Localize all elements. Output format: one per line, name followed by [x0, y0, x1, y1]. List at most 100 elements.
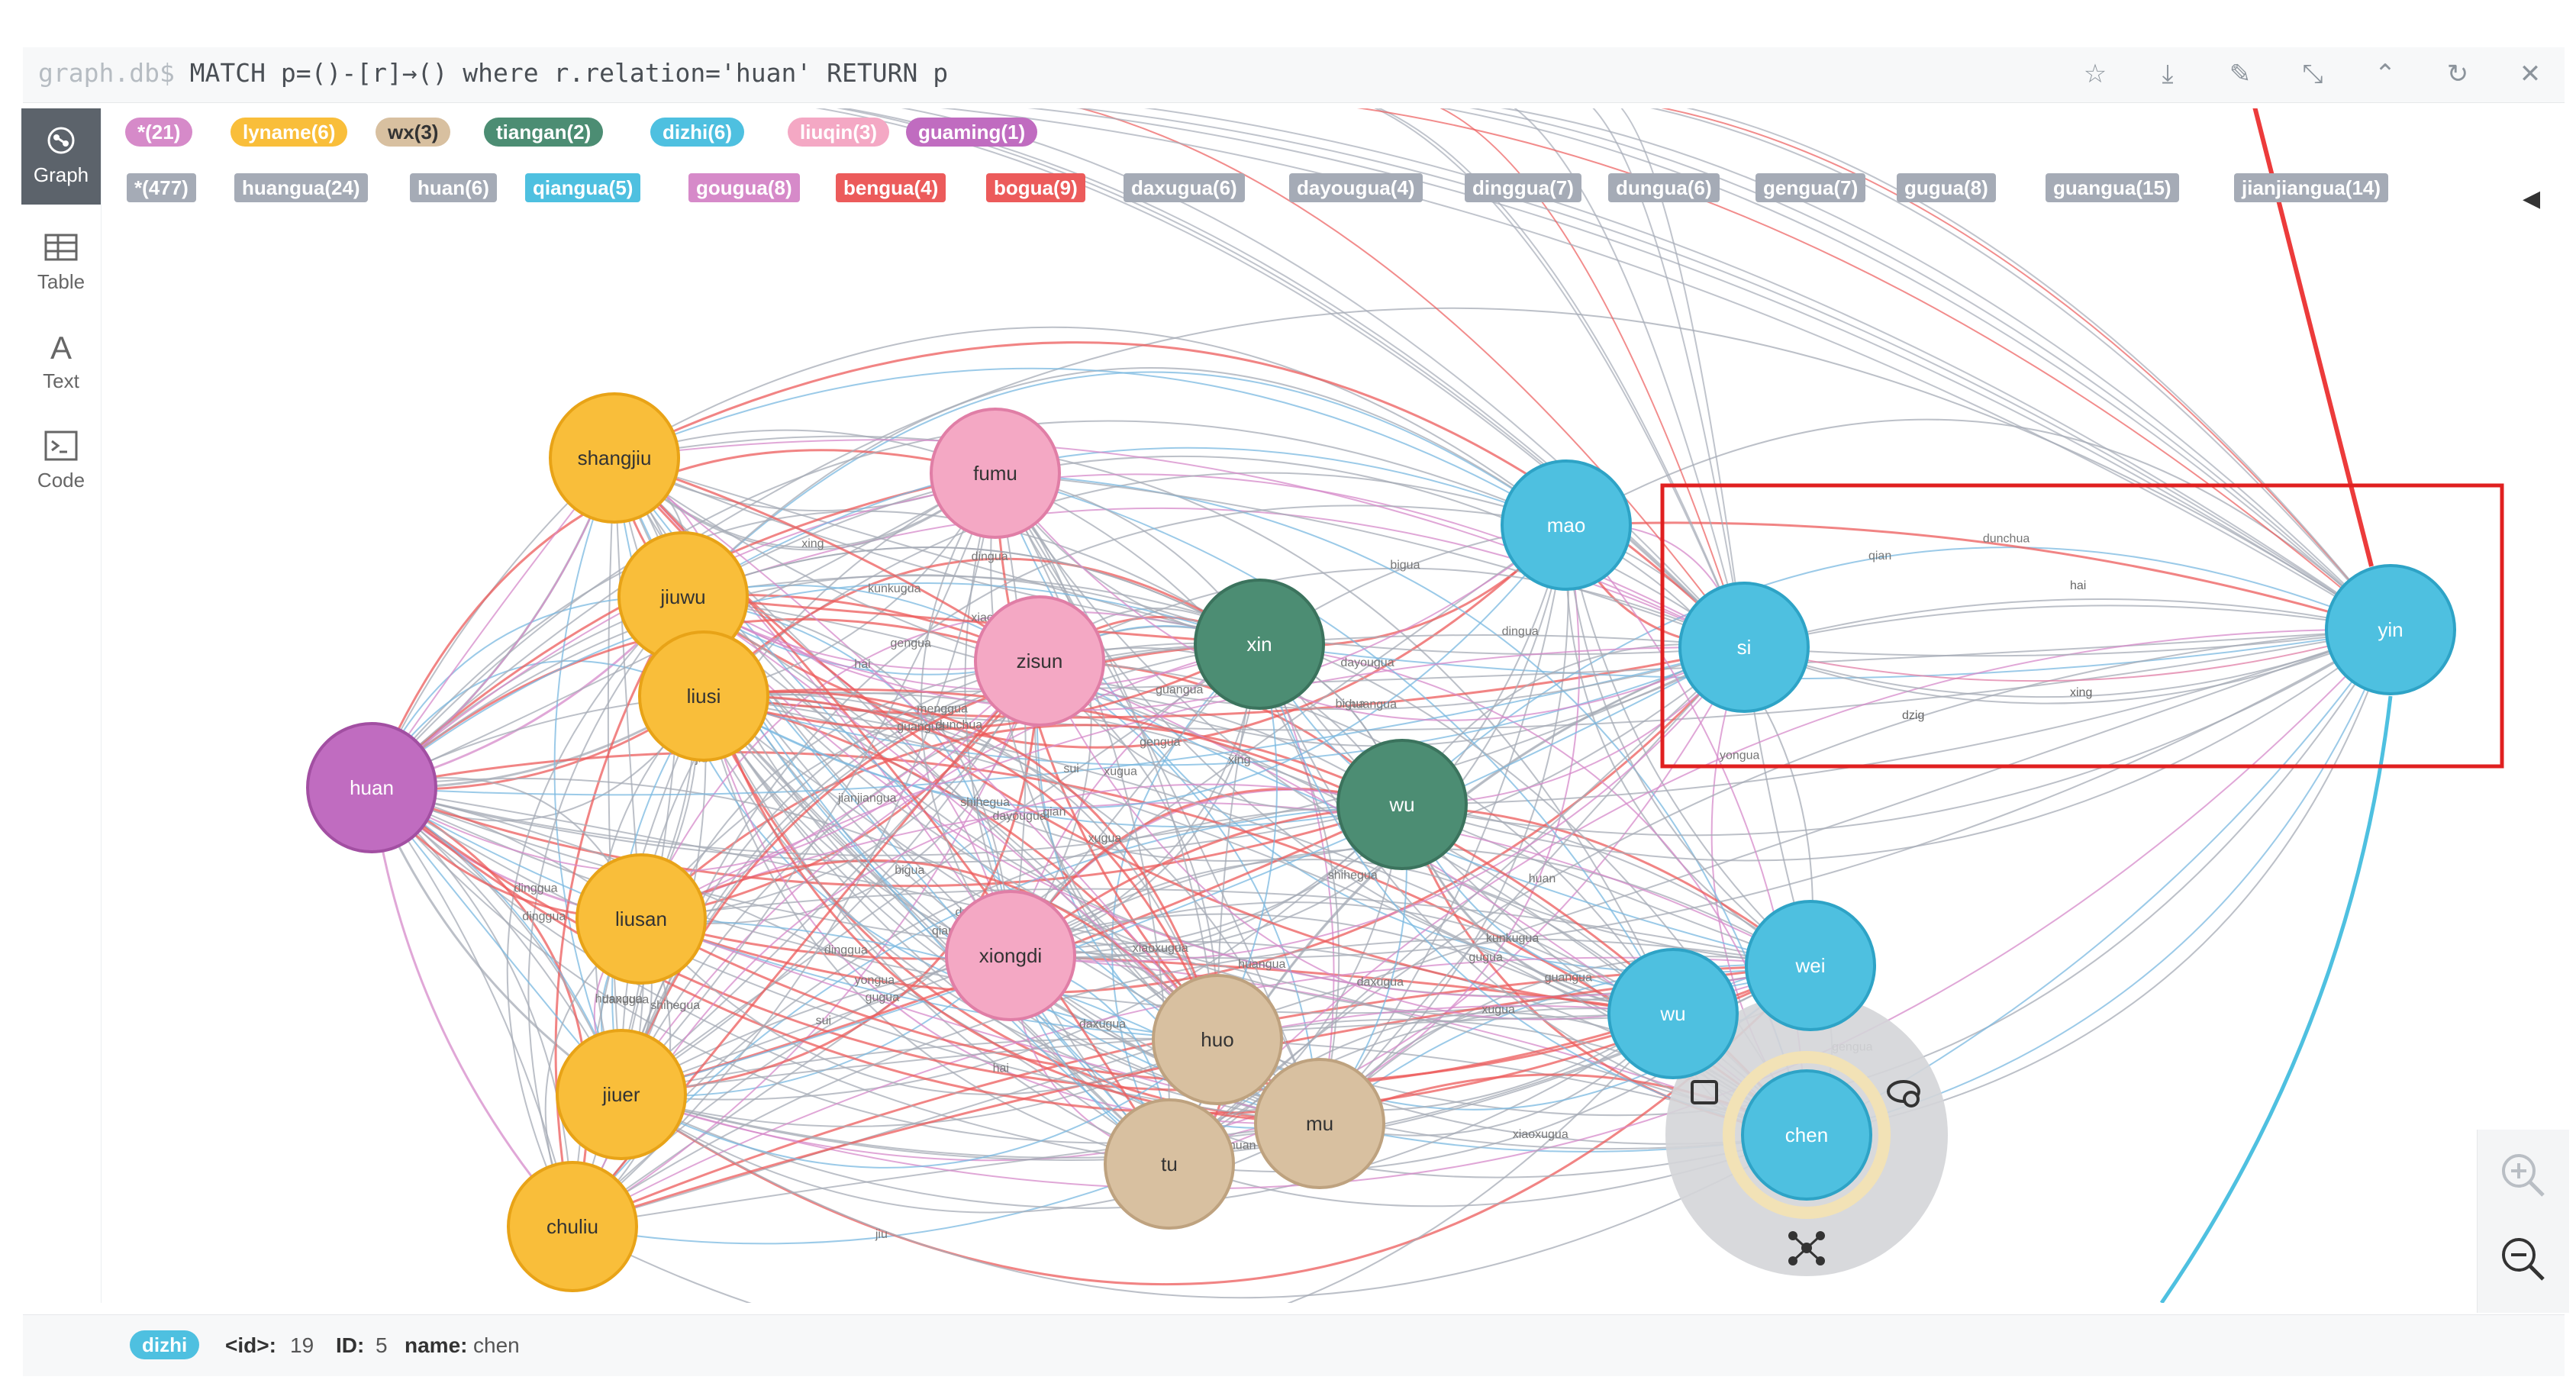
- relationship-edge[interactable]: [682, 524, 1568, 749]
- relationship-edge[interactable]: [1259, 634, 1745, 648]
- relationship-type-tag[interactable]: dungua(6): [1608, 173, 1720, 202]
- relationship-edge[interactable]: [371, 510, 1260, 788]
- relationship-edge[interactable]: [1565, 524, 1811, 966]
- relationship-edge[interactable]: [1401, 629, 2391, 862]
- relationship-edge[interactable]: [703, 643, 1260, 730]
- pin-icon[interactable]: ✎: [2229, 60, 2252, 89]
- graph-node-jiuer[interactable]: jiuer: [556, 1029, 687, 1160]
- relationship-edge[interactable]: [2251, 100, 2374, 567]
- relationship-edge[interactable]: [614, 457, 996, 551]
- relationship-type-tag[interactable]: guangua(15): [2046, 173, 2179, 202]
- node-circle[interactable]: [945, 890, 1076, 1021]
- graph-node-chen[interactable]: chen: [1741, 1069, 1872, 1201]
- node-circle[interactable]: [556, 1029, 687, 1160]
- relationship-edge[interactable]: [621, 964, 1812, 1286]
- node-circle[interactable]: [1678, 582, 1810, 713]
- relationship-edge[interactable]: [614, 435, 1674, 1014]
- node-circle[interactable]: [1336, 739, 1468, 870]
- relationship-type-tag[interactable]: huan(6): [410, 173, 497, 202]
- relationship-edge[interactable]: [371, 646, 1745, 856]
- relationship-edge[interactable]: [2159, 695, 2393, 1304]
- relationship-edge[interactable]: [682, 367, 1567, 598]
- sidebar-item-graph[interactable]: Graph: [21, 108, 101, 205]
- relationship-edge[interactable]: [553, 457, 622, 1095]
- relationship-edge[interactable]: [371, 787, 1807, 1136]
- relationship-edge[interactable]: [1743, 629, 2391, 698]
- relationship-edge[interactable]: [1401, 804, 1811, 992]
- relationship-edge[interactable]: [621, 643, 1260, 1095]
- relationship-edge[interactable]: [572, 937, 1811, 1227]
- relationship-edge[interactable]: [371, 787, 1170, 1165]
- relationship-edge[interactable]: [527, 596, 684, 1227]
- node-circle[interactable]: [306, 722, 437, 853]
- node-layer[interactable]: huanshangjiujiuwuliusiliusanjiuerchuliuf…: [306, 392, 2456, 1292]
- relationship-edge[interactable]: [682, 524, 1567, 711]
- relationship-edge[interactable]: [682, 596, 1218, 1040]
- node-circle[interactable]: [1104, 1098, 1235, 1230]
- relationship-edge[interactable]: [682, 595, 1260, 646]
- graph-node-wei[interactable]: wei: [1745, 900, 1876, 1031]
- relationship-edge[interactable]: [1401, 629, 2391, 805]
- relationship-edge[interactable]: [703, 629, 2391, 731]
- relationship-edge[interactable]: [614, 457, 1260, 645]
- relationship-edge[interactable]: [995, 472, 1674, 1014]
- node-circle[interactable]: [1741, 1069, 1872, 1201]
- graph-node-huo[interactable]: huo: [1152, 974, 1283, 1105]
- graph-node-mu[interactable]: mu: [1254, 1058, 1385, 1189]
- node-circle[interactable]: [974, 595, 1105, 727]
- sidebar-item-text[interactable]: A Text: [21, 314, 101, 411]
- relationship-edge[interactable]: [640, 888, 1811, 966]
- relationship-edge[interactable]: [614, 326, 1567, 526]
- zoom-in-icon[interactable]: [2493, 1145, 2554, 1206]
- relationship-edge[interactable]: [371, 660, 1040, 874]
- relationship-edge[interactable]: [621, 472, 996, 1095]
- relationship-edge[interactable]: [621, 660, 1041, 1096]
- relationship-edge[interactable]: [621, 1013, 1674, 1095]
- relationship-edge[interactable]: [371, 787, 573, 1227]
- graph-node-liusan[interactable]: liusan: [575, 853, 707, 985]
- relationship-edge[interactable]: [621, 660, 1040, 1095]
- graph-node-wu1[interactable]: wu: [1336, 739, 1468, 870]
- graph-node-xiongdi[interactable]: xiongdi: [945, 890, 1076, 1021]
- relationship-edge[interactable]: [614, 457, 996, 549]
- node-circle[interactable]: [575, 853, 707, 985]
- relationship-edge[interactable]: [614, 367, 1567, 526]
- node-circle[interactable]: [1254, 1058, 1385, 1189]
- relationship-edge[interactable]: [995, 472, 1745, 721]
- relationship-type-tag[interactable]: gugua(8): [1897, 173, 1996, 202]
- sidebar-item-table[interactable]: Table: [21, 215, 101, 311]
- node-circle[interactable]: [507, 1161, 638, 1292]
- relationship-edge[interactable]: [682, 546, 1260, 645]
- relationship-edge[interactable]: [1743, 629, 2391, 657]
- graph-node-tu[interactable]: tu: [1104, 1098, 1235, 1230]
- relationship-type-tag[interactable]: huangua(24): [234, 173, 368, 202]
- relationship-edge[interactable]: [621, 629, 2391, 1190]
- relationship-edge[interactable]: [703, 690, 1219, 1040]
- relationship-edge[interactable]: [995, 472, 1745, 648]
- relationship-edge[interactable]: [640, 646, 1746, 995]
- relationship-edge[interactable]: [703, 695, 1170, 1165]
- relationship-edge[interactable]: [703, 695, 1674, 1014]
- relationship-edge[interactable]: [703, 695, 1218, 1040]
- relationship-edge[interactable]: [1565, 524, 1811, 966]
- legend-collapse-icon[interactable]: ◀: [2523, 186, 2541, 211]
- node-label-pill[interactable]: wx(3): [376, 118, 451, 147]
- graph-node-wu2[interactable]: wu: [1607, 948, 1739, 1079]
- graph-node-chuliu[interactable]: chuliu: [507, 1161, 638, 1292]
- relationship-edge[interactable]: [371, 787, 1811, 1014]
- relationship-edge[interactable]: [640, 660, 1041, 920]
- graph-node-mao[interactable]: mao: [1501, 459, 1632, 591]
- relationship-edge[interactable]: [703, 524, 1567, 809]
- relationship-edge[interactable]: [607, 457, 622, 1095]
- graph-node-liusi[interactable]: liusi: [638, 630, 769, 762]
- node-circle[interactable]: [549, 392, 680, 524]
- relationship-edge[interactable]: [371, 787, 1218, 1040]
- relationship-type-tag[interactable]: *(477): [127, 173, 196, 202]
- relationship-edge[interactable]: [1010, 859, 1674, 1014]
- relationship-edge[interactable]: [1565, 524, 1811, 966]
- relationship-edge[interactable]: [506, 596, 684, 1227]
- relationship-edge[interactable]: [621, 1039, 1218, 1169]
- relationship-edge[interactable]: [1743, 629, 2391, 682]
- relationship-edge[interactable]: [1743, 598, 2391, 648]
